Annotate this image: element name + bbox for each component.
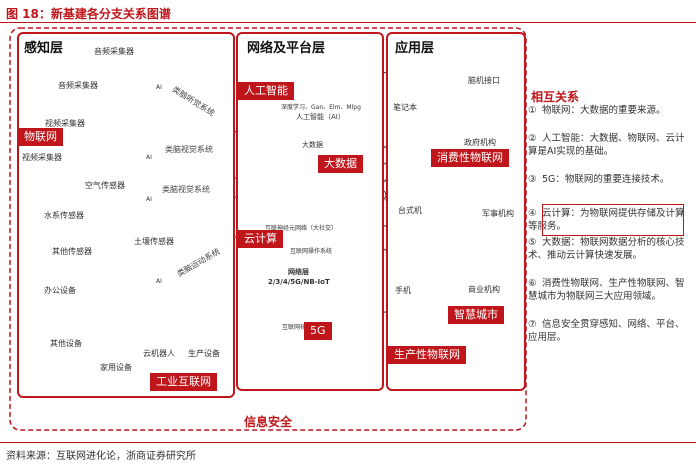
label-ai-box: 人工智能（AI） — [296, 113, 345, 121]
network-heading: 网络及平台层 — [247, 41, 326, 56]
label-other-sensor: 其他传感器 — [52, 247, 92, 256]
tag-productive-iot: 生产性物联网 — [388, 346, 466, 364]
label-business: 商业机构 — [468, 285, 500, 294]
title-rule — [0, 22, 696, 23]
label-cloud-robot: 云机器人 — [143, 349, 175, 358]
label-production: 生产设备 — [188, 349, 220, 358]
relation-highlight — [542, 204, 684, 236]
label-os: 互联网操作系统 — [290, 248, 333, 255]
ai-node-4: AI — [156, 278, 162, 285]
tag-cloud: 云计算 — [238, 230, 283, 248]
label-bigdata-small: 大数据 — [302, 141, 323, 149]
bottom-rule — [0, 442, 696, 443]
label-brain-port: 脑机接口 — [468, 76, 500, 85]
label-water-sensor: 水系传感器 — [44, 211, 84, 220]
label-phone: 手机 — [395, 286, 411, 295]
label-generations: 2/3/4/5G/NB-IoT — [268, 278, 330, 286]
perception-panel — [17, 32, 235, 398]
figure-title: 图 18：新基建各分支关系图谱 — [6, 7, 171, 21]
tag-smart-city: 智慧城市 — [448, 306, 504, 324]
tag-consumer-iot: 消费性物联网 — [431, 149, 509, 167]
label-netlayer: 网络层 — [288, 268, 309, 276]
label-deep-learning: 深度学习、Gan、Elm、Mlpg — [281, 104, 361, 111]
label-home-device: 家用设备 — [100, 363, 132, 372]
label-neuron-net: 互联神经元网络（大社交） — [265, 225, 338, 232]
label-air-sensor: 空气传感器 — [85, 181, 125, 190]
security-label: 信息安全 — [244, 415, 293, 429]
tag-5g: 5G — [304, 322, 332, 340]
ai-node-1: AI — [156, 84, 162, 91]
label-notebook: 笔记本 — [393, 103, 417, 112]
label-audio-2: 音频采集器 — [58, 81, 98, 90]
label-office: 办公设备 — [44, 286, 76, 295]
source-note: 资料来源：互联网进化论，浙商证券研究所 — [6, 451, 196, 462]
label-military: 军事机构 — [482, 209, 514, 218]
label-soil-sensor: 土壤传感器 — [134, 237, 174, 246]
label-other-device: 其他设备 — [50, 339, 82, 348]
ai-node-3: AI — [146, 196, 152, 203]
relations-title: 相互关系 — [531, 90, 580, 104]
tag-ai: 人工智能 — [238, 82, 294, 100]
tag-industrial-internet: 工业互联网 — [150, 373, 217, 391]
neural-vision-1: 类脑视觉系统 — [165, 145, 213, 154]
application-heading: 应用层 — [395, 41, 435, 56]
label-audio-1: 音频采集器 — [94, 47, 134, 56]
perception-heading: 感知层 — [24, 41, 64, 56]
tag-iot: 物联网 — [18, 128, 63, 146]
tag-bigdata: 大数据 — [318, 155, 363, 173]
application-panel — [386, 32, 526, 391]
label-video-2: 视频采集器 — [22, 153, 62, 162]
label-gov: 政府机构 — [464, 138, 496, 147]
label-video-1: 视频采集器 — [45, 119, 85, 128]
label-desktop: 台式机 — [398, 206, 422, 215]
neural-vision-2: 类脑视觉系统 — [162, 185, 210, 194]
ai-node-2: AI — [146, 154, 152, 161]
